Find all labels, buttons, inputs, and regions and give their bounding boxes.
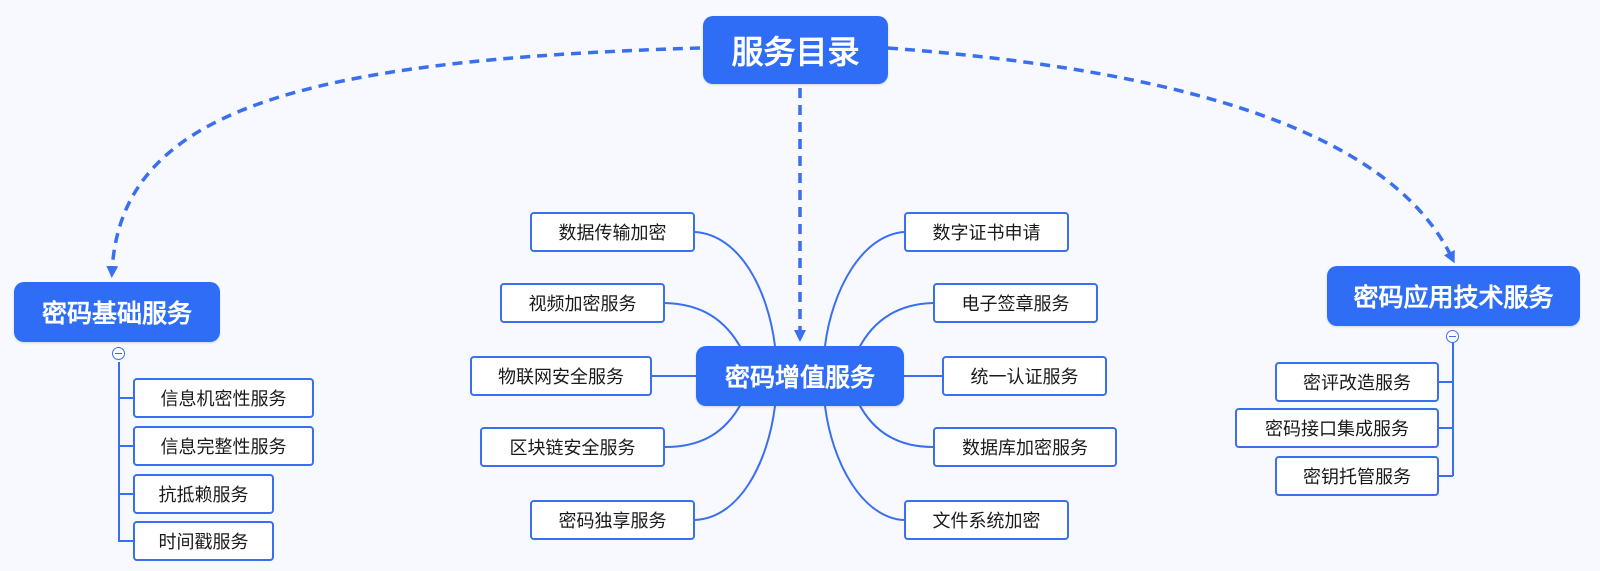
value-right-item-4[interactable]: 数据库加密服务 (933, 427, 1117, 467)
app-tech-item-1[interactable]: 密评改造服务 (1275, 362, 1439, 402)
collapse-minus-icon[interactable] (1446, 330, 1459, 343)
basic-item-3[interactable]: 抗抵赖服务 (133, 474, 274, 514)
value-right-item-2[interactable]: 电子签章服务 (933, 283, 1098, 323)
root-node[interactable]: 服务目录 (703, 16, 888, 84)
value-left-item-1[interactable]: 数据传输加密 (530, 212, 695, 252)
value-left-item-5[interactable]: 密码独享服务 (530, 500, 695, 540)
collapse-minus-icon[interactable] (112, 347, 125, 360)
basic-item-4-label: 时间戳服务 (158, 532, 249, 553)
root-label: 服务目录 (731, 33, 860, 71)
branch-app-tech-node[interactable]: 密码应用技术服务 (1327, 266, 1580, 326)
value-right-item-4-label: 数据库加密服务 (962, 438, 1088, 459)
app-tech-item-3[interactable]: 密钥托管服务 (1275, 456, 1439, 496)
link-value-right-5 (824, 405, 905, 521)
value-right-item-3[interactable]: 统一认证服务 (942, 356, 1107, 396)
basic-item-2[interactable]: 信息完整性服务 (133, 426, 314, 466)
branch-value-added-node[interactable]: 密码增值服务 (696, 346, 904, 406)
link-value-left-1 (694, 231, 776, 347)
value-left-item-5-label: 密码独享服务 (558, 511, 667, 532)
value-left-item-2-label: 视频加密服务 (528, 294, 637, 315)
basic-item-3-label: 抗抵赖服务 (158, 485, 249, 506)
value-right-item-1[interactable]: 数字证书申请 (904, 212, 1069, 252)
link-value-left-4 (664, 401, 743, 448)
basic-item-1[interactable]: 信息机密性服务 (133, 378, 314, 418)
value-left-item-2[interactable]: 视频加密服务 (500, 283, 665, 323)
branch-basic-label: 密码基础服务 (41, 299, 192, 328)
link-value-right-2 (857, 302, 934, 351)
link-value-left-2 (664, 302, 743, 351)
value-right-item-5-label: 文件系统加密 (932, 511, 1041, 532)
value-left-item-1-label: 数据传输加密 (558, 223, 667, 244)
app-tech-item-1-label: 密评改造服务 (1303, 373, 1411, 394)
value-right-item-5[interactable]: 文件系统加密 (904, 500, 1069, 540)
app-tech-item-2[interactable]: 密码接口集成服务 (1235, 408, 1439, 448)
branch-app-tech-label: 密码应用技术服务 (1353, 283, 1554, 312)
value-left-item-3-label: 物联网安全服务 (498, 367, 624, 388)
app-tech-item-2-label: 密码接口集成服务 (1265, 419, 1409, 440)
value-left-item-4[interactable]: 区块链安全服务 (480, 427, 665, 467)
value-right-item-2-label: 电子签章服务 (961, 294, 1070, 315)
basic-item-1-label: 信息机密性服务 (160, 389, 287, 410)
value-left-item-4-label: 区块链安全服务 (509, 438, 636, 459)
value-right-item-1-label: 数字证书申请 (932, 223, 1041, 244)
link-value-right-4 (857, 401, 934, 448)
link-root-to-app-tech (887, 46, 1455, 264)
branch-value-added-label: 密码增值服务 (724, 363, 875, 392)
link-value-right-1 (824, 231, 905, 347)
link-root-to-basic (106, 46, 701, 278)
branch-basic-node[interactable]: 密码基础服务 (14, 282, 220, 342)
basic-item-4[interactable]: 时间戳服务 (133, 521, 274, 561)
link-value-left-5 (694, 405, 776, 521)
value-right-item-3-label: 统一认证服务 (970, 367, 1079, 388)
basic-item-2-label: 信息完整性服务 (160, 437, 287, 458)
value-left-item-3[interactable]: 物联网安全服务 (470, 356, 652, 396)
app-tech-item-3-label: 密钥托管服务 (1303, 467, 1411, 488)
